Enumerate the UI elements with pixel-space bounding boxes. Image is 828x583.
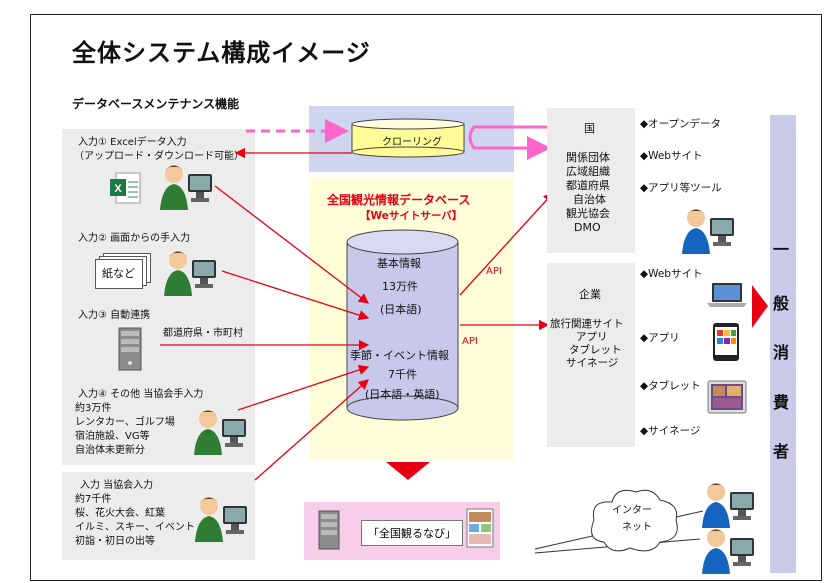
gov-country: 国	[584, 122, 595, 135]
input1-sublabel: （アップロード・ダウンロード可能）	[74, 151, 244, 162]
prefecture-city-label: 都道府県・市町村	[163, 328, 243, 339]
gov-bullet: ◆Webサイト	[640, 150, 703, 162]
db-subtitle: 【Weサイトサーバ】	[360, 210, 463, 222]
red-arrow	[237, 364, 370, 411]
api-arrow-to-gov	[459, 192, 554, 296]
server-icon	[118, 327, 142, 375]
company-bullet: ◆Webサイト	[640, 268, 703, 280]
company-bullet: ◆サイネージ	[640, 425, 701, 437]
page-title: 全体システム構成イメージ	[72, 39, 371, 67]
company-box	[547, 263, 635, 447]
gov-org: 都道府県	[566, 179, 610, 192]
company-bullet: ◆アプリ	[640, 332, 680, 344]
db-event-count: 7千件	[388, 368, 417, 381]
site-label: 「全国観るなび」	[361, 520, 463, 546]
database-cylinder	[346, 229, 459, 421]
input3-label: 入力③ 自動連携	[78, 310, 151, 321]
government-box	[547, 108, 635, 253]
paper-label: 紙など	[102, 267, 135, 280]
consumer-arrow	[752, 285, 768, 328]
db-basic-count: 13万件	[382, 280, 418, 293]
consumer-char: 者	[773, 442, 790, 461]
consumer-char: 消	[773, 343, 790, 362]
gov-bullet: ◆アプリ等ツール	[640, 182, 722, 194]
input5-line: 入力 当協会入力	[80, 480, 154, 491]
input-panel-lower	[62, 472, 255, 560]
input4-line: 約3万件	[75, 403, 112, 414]
down-arrow	[386, 462, 430, 480]
excel-icon: X	[108, 170, 144, 206]
svg-text:X: X	[114, 183, 122, 195]
gov-org: 関係団体	[566, 151, 610, 164]
company-item: アプリ	[576, 331, 608, 343]
section-label: データベースメンテナンス機能	[72, 97, 240, 111]
crawling-label: クローリング	[382, 137, 442, 148]
input5-line: イルミ、スキー、イベント	[75, 522, 195, 533]
red-arrow	[214, 185, 370, 304]
tablet-icon	[707, 380, 747, 418]
laptop-icon	[706, 282, 748, 312]
gov-bullet: ◆オープンデータ	[640, 118, 721, 130]
input-panel-upper	[62, 129, 255, 465]
smartphone-icon	[711, 322, 741, 366]
person-at-computer-icon	[192, 407, 250, 461]
person-at-computer-icon	[680, 206, 738, 260]
slide-frame	[30, 14, 822, 581]
db-basic-lang: (日本語)	[380, 303, 422, 316]
server-icon	[318, 510, 340, 554]
input4-line: 入力④ その他 当協会手入力	[78, 389, 204, 400]
person-at-computer-icon	[162, 248, 220, 302]
input4-line: レンタカー、ゴルフ場	[75, 417, 175, 428]
internet-label-line1: インター	[612, 505, 652, 516]
gov-org: DMO	[574, 221, 601, 234]
api-label-gov: API	[486, 266, 502, 277]
consumer-char: 費	[773, 393, 790, 412]
input4-line: 自治体未更新分	[75, 445, 145, 456]
db-title: 全国観光情報データベース	[327, 193, 471, 207]
input4-line: 宿泊施設、VG等	[75, 431, 150, 442]
gov-org: 観光協会	[566, 207, 610, 220]
input1-label: 入力① Excelデータ入力	[78, 137, 187, 148]
db-basic-title: 基本情報	[377, 257, 421, 270]
crawling-cylinder	[351, 118, 465, 158]
api-label-company: API	[462, 336, 478, 347]
gov-org: 広域組織	[566, 165, 610, 178]
db-event-lang: (日本語・英語)	[365, 388, 440, 401]
internet-label-line2: ネット	[622, 522, 652, 533]
company-item: タブレット	[569, 344, 622, 356]
company-bullet: ◆タブレット	[640, 380, 701, 392]
company-item: サイネージ	[566, 357, 619, 369]
person-at-computer-icon	[700, 480, 758, 534]
company-label: 企業	[579, 288, 601, 301]
input5-line: 約7千件	[75, 494, 112, 505]
cloud-icon	[591, 489, 678, 552]
input5-line: 初詣・初日の出等	[75, 536, 155, 547]
person-at-computer-icon	[193, 494, 251, 548]
site-screenshot-icon	[466, 508, 494, 552]
input2-label: 入力② 画面からの手入力	[78, 233, 191, 244]
consumer-char: 般	[773, 294, 790, 313]
consumer-char: 一	[773, 240, 790, 259]
db-event-title: 季節・イベント情報	[350, 349, 449, 362]
company-item: 旅行関連サイト	[550, 318, 624, 330]
gov-org: 自治体	[573, 193, 606, 206]
person-at-computer-icon	[158, 162, 216, 216]
red-arrow	[254, 379, 369, 481]
person-at-computer-icon	[700, 526, 758, 580]
pink-loop-arrow	[468, 125, 551, 160]
input5-line: 桜、花火大会、紅葉	[75, 508, 165, 519]
paper-stack-icon: 紙など	[95, 253, 151, 289]
red-arrow	[221, 270, 370, 321]
general-consumer-bar	[770, 115, 796, 573]
